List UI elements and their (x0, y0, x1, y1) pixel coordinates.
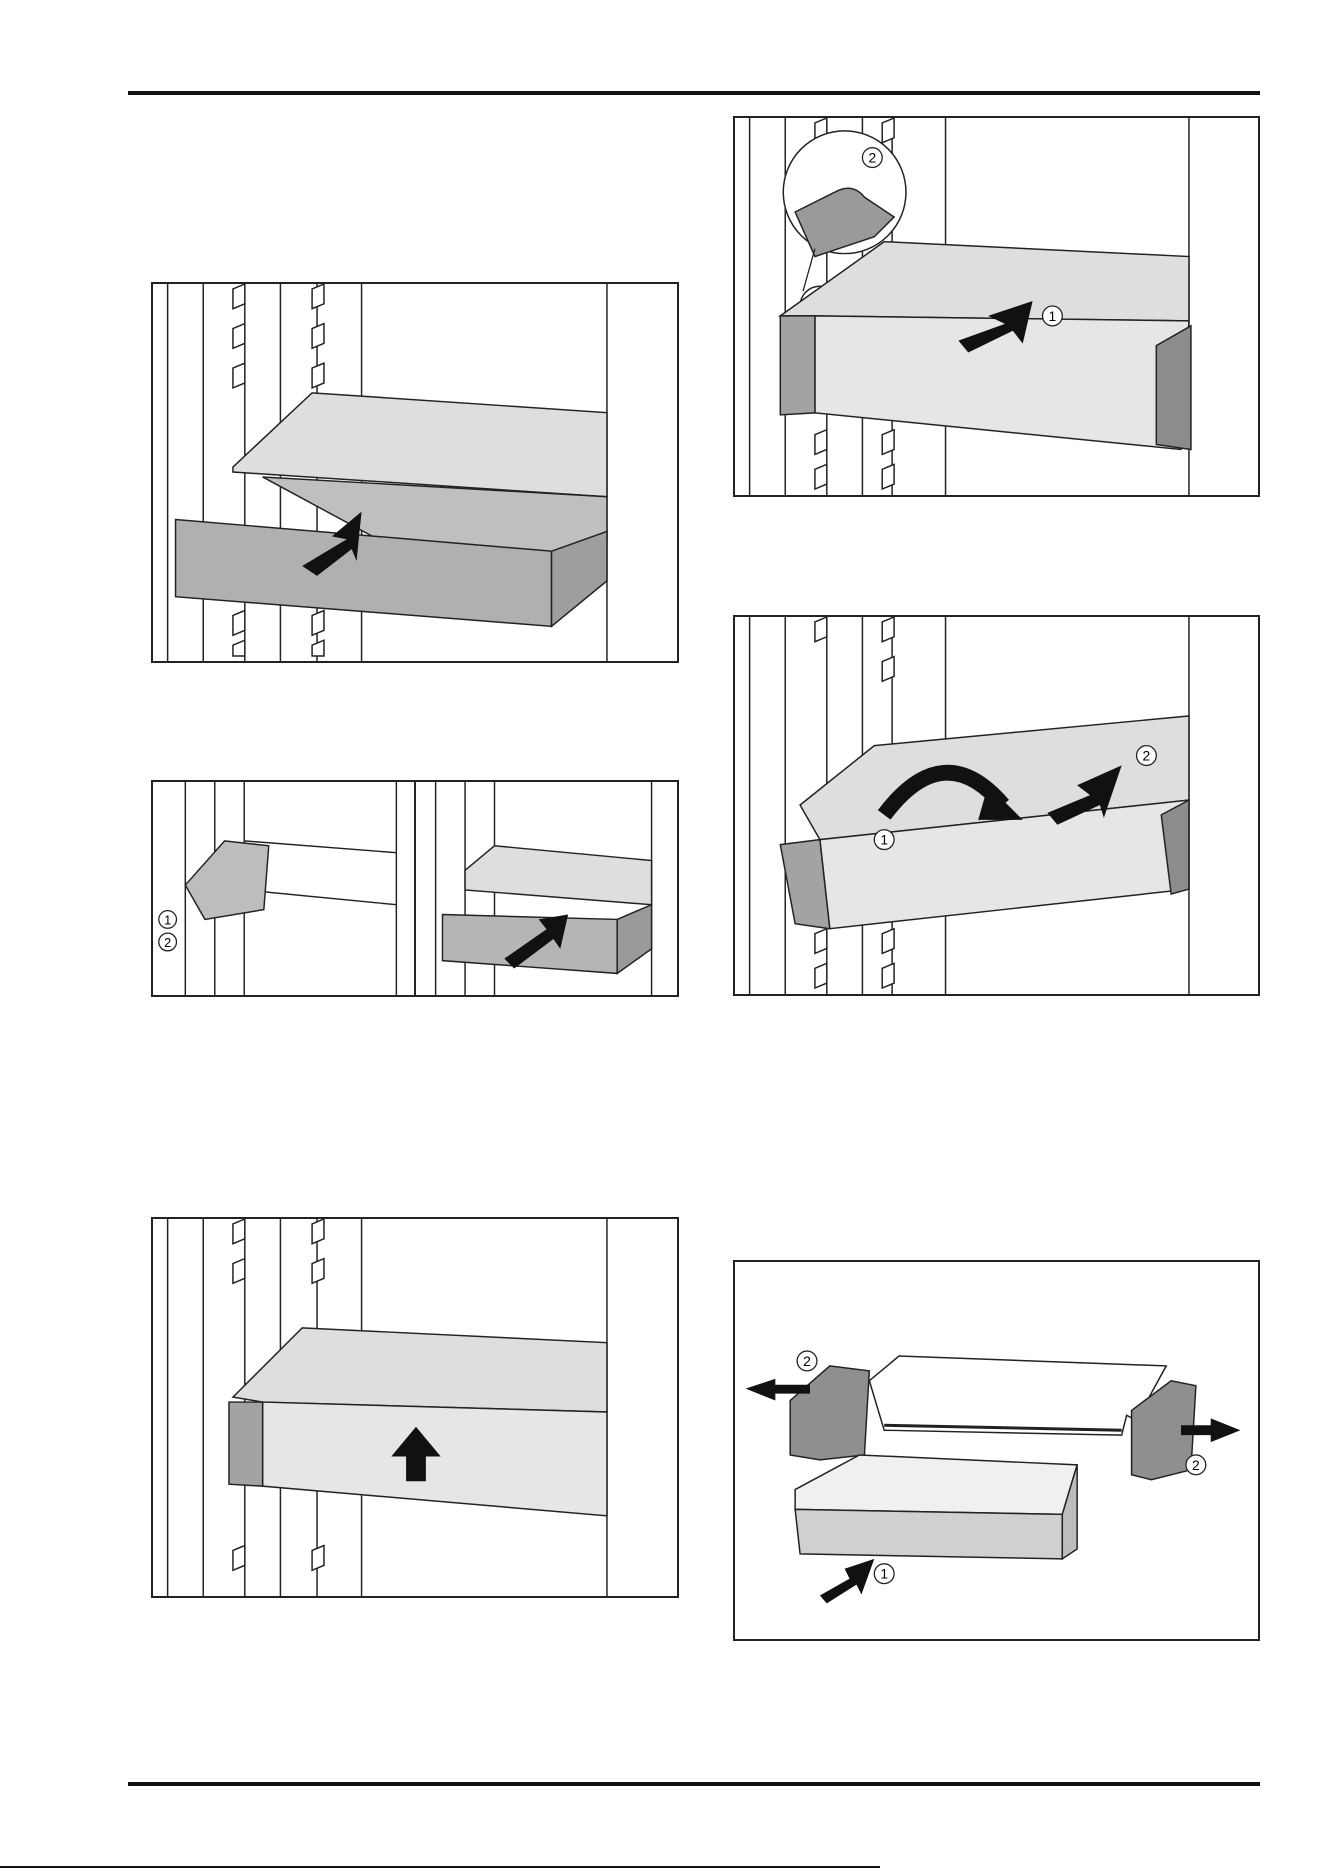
figure-shelf-push-up (151, 1217, 679, 1598)
page-bottom-line (0, 1866, 880, 1868)
shelf-push-up-illustration (153, 1219, 677, 1596)
shelf-rotate-illustration: 1 2 (735, 617, 1258, 994)
rail-insert-illustration: 1 2 (153, 782, 677, 995)
callout-1: 1 (164, 912, 171, 927)
disassembly-illustration: 2 2 1 (735, 1262, 1258, 1639)
footer-rule (128, 1782, 1260, 1786)
figure-rail-insert: 1 2 (151, 780, 679, 997)
callout-1: 1 (880, 832, 888, 848)
callout-1: 1 (1049, 308, 1057, 324)
figure-shelf-tilt-out: 2 1 (733, 116, 1260, 497)
callout-2: 2 (868, 150, 876, 166)
figure-drawer-pull-out (151, 282, 679, 663)
callout-2: 2 (1192, 1457, 1200, 1473)
shelf-tilt-out-illustration: 2 1 (735, 118, 1258, 495)
callout-2: 2 (1143, 747, 1151, 763)
callout-1: 1 (880, 1566, 888, 1582)
drawer-pull-out-illustration (153, 284, 677, 661)
figure-shelf-rotate: 1 2 (733, 615, 1260, 996)
figure-disassembly: 2 2 1 (733, 1260, 1260, 1641)
callout-2: 2 (803, 1353, 811, 1369)
header-rule (128, 91, 1260, 95)
callout-2: 2 (164, 935, 171, 950)
